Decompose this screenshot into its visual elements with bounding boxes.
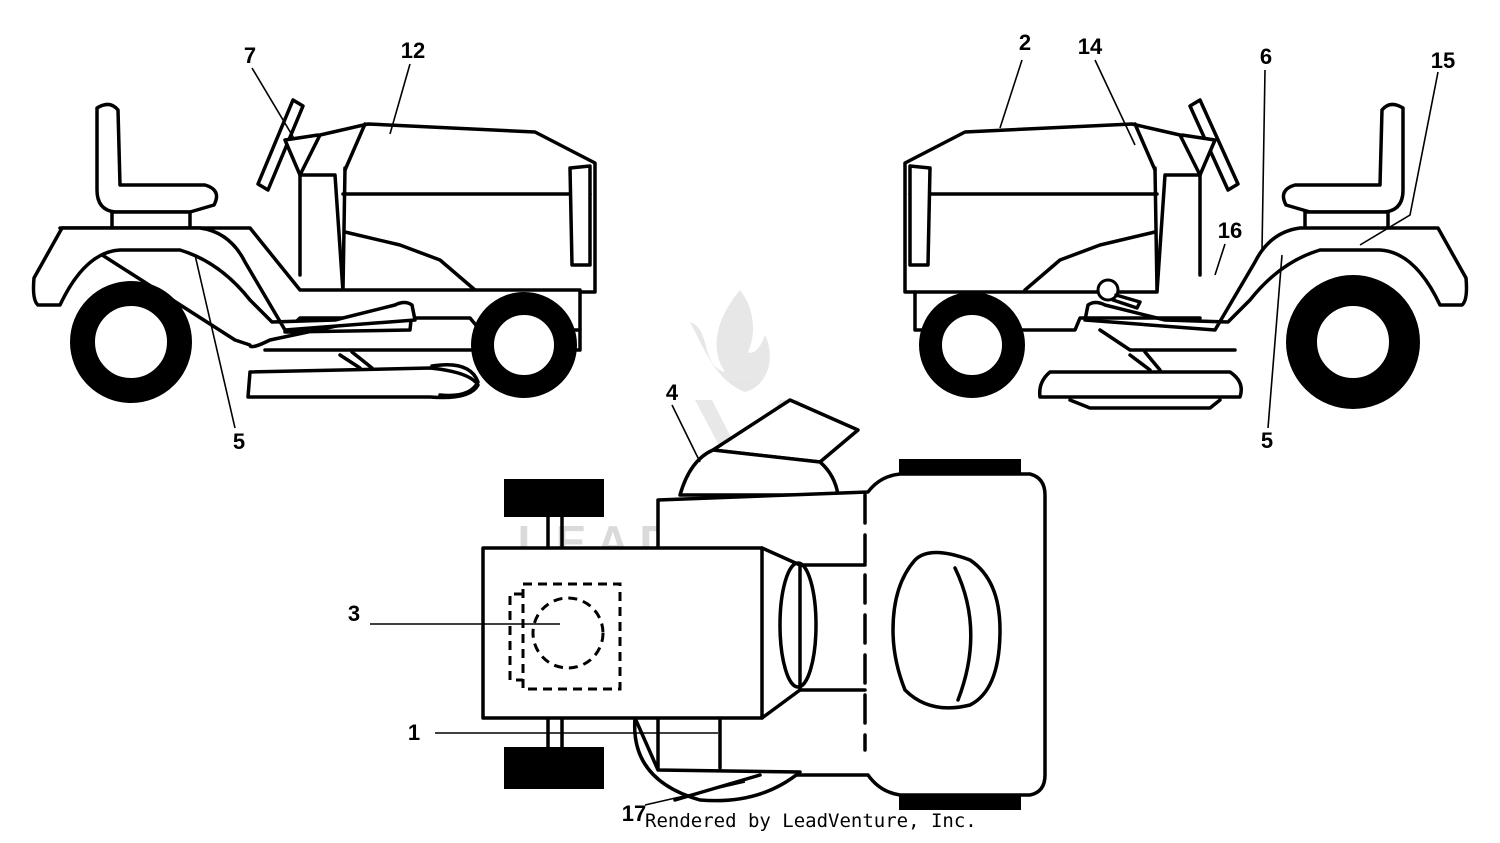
top-front-wheel-upper xyxy=(504,479,604,517)
watermark-flame-icon xyxy=(690,290,770,392)
top-front-wheel-lower xyxy=(504,747,604,789)
callout-14: 14 xyxy=(1078,34,1103,59)
callout-16: 16 xyxy=(1218,218,1242,243)
tractor-top-view xyxy=(481,398,1047,810)
callout-5-left: 5 xyxy=(233,429,245,454)
leader-lines xyxy=(194,59,1439,806)
callout-17: 17 xyxy=(622,801,646,826)
callout-15: 15 xyxy=(1431,48,1455,73)
callout-2: 2 xyxy=(1019,30,1031,55)
callout-12: 12 xyxy=(401,38,425,63)
credit-text: Rendered by LeadVenture, Inc. xyxy=(645,810,977,832)
left-tractor-side-view xyxy=(31,98,597,403)
callout-1: 1 xyxy=(408,720,420,745)
callout-labels: 7 12 5 2 14 6 15 16 5 4 3 1 17 xyxy=(233,30,1455,826)
callout-6: 6 xyxy=(1260,44,1272,69)
callout-5-right: 5 xyxy=(1261,428,1273,453)
callout-7: 7 xyxy=(244,43,256,68)
callout-4: 4 xyxy=(666,380,679,405)
right-tractor-side-view xyxy=(903,98,1469,410)
callout-3: 3 xyxy=(348,601,360,626)
